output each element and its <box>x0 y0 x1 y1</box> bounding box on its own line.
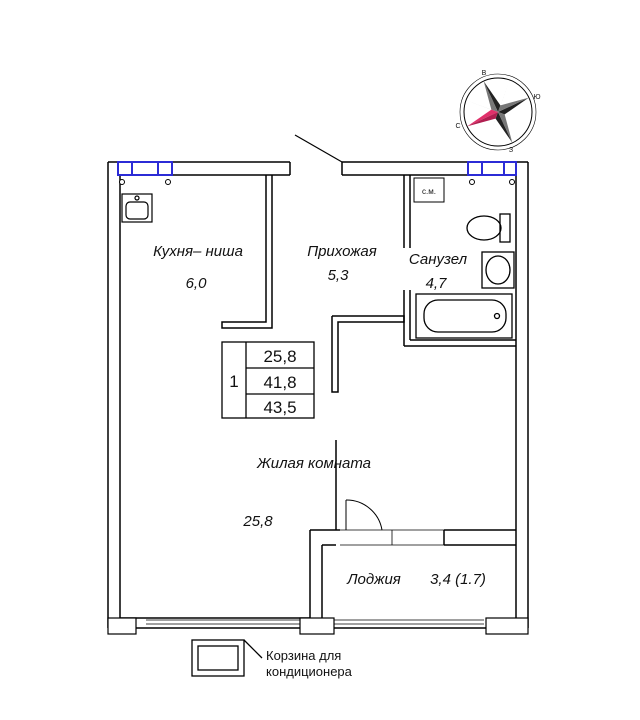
hall-name: Прихожая <box>307 243 377 260</box>
area-summary-table <box>221 341 315 419</box>
bathroom-sink <box>481 251 515 289</box>
hall-area: 5,3 <box>328 267 350 284</box>
toilet <box>466 213 511 243</box>
kitchen-sink <box>121 193 153 223</box>
interior-walls <box>221 175 516 628</box>
ac-basket <box>191 639 263 677</box>
bathtub <box>415 293 513 339</box>
window-markers <box>119 179 515 185</box>
summary-rooms-count: 1 <box>229 372 238 391</box>
ac-basket-caption-line1: Корзина для <box>266 648 341 663</box>
compass-letter-east: В <box>482 70 487 77</box>
compass-letter-west: З <box>509 147 513 154</box>
bathroom-area: 4,7 <box>426 275 448 292</box>
kitchen-area: 6,0 <box>186 275 208 292</box>
washing-machine <box>413 177 445 203</box>
compass-rose <box>459 73 537 151</box>
entrance-door <box>294 134 343 163</box>
washing-machine-label: с.м. <box>422 187 436 196</box>
corner-columns <box>107 617 529 635</box>
summary-total-area: 41,8 <box>263 373 296 392</box>
summary-total-with-loggia: 43,5 <box>263 398 296 417</box>
kitchen-name: Кухня– ниша <box>153 243 243 260</box>
window-kitchen <box>117 161 173 176</box>
compass-letter-south: Ю <box>533 94 540 101</box>
living-name: Жилая комната <box>256 455 371 472</box>
living-door <box>345 499 383 531</box>
loggia-area: 3,4 (1.7) <box>430 571 486 588</box>
ac-basket-caption-line2: кондиционера <box>266 664 353 679</box>
window-bathroom <box>467 161 517 176</box>
living-area: 25,8 <box>242 513 273 530</box>
bathroom-name: Санузел <box>409 251 468 268</box>
loggia-glazing <box>146 619 484 625</box>
outer-walls <box>107 161 529 629</box>
compass-letter-north: С <box>455 123 460 130</box>
summary-living-area: 25,8 <box>263 347 296 366</box>
loggia-name: Лоджия <box>346 571 401 588</box>
